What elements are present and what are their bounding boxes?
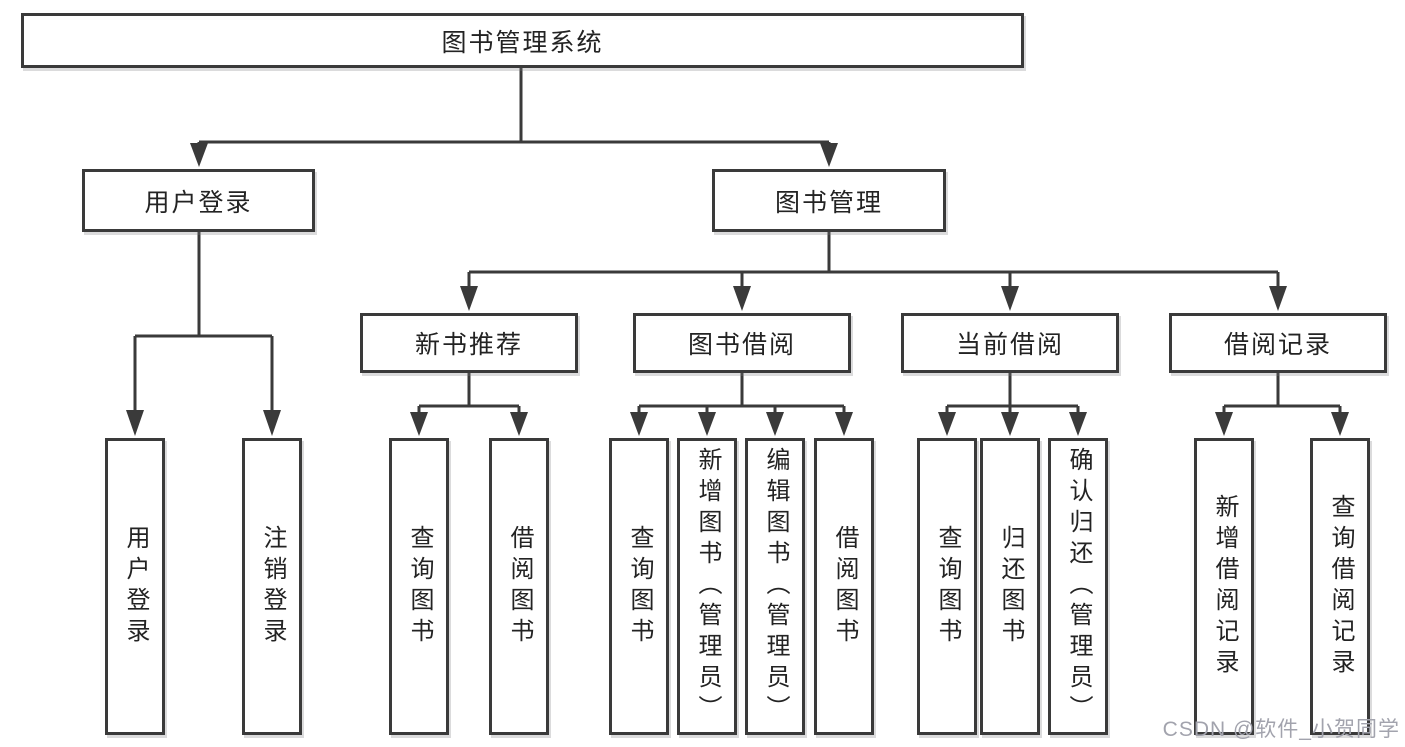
leaf-query-borrow-record: 查询借阅记录 [1310,438,1370,735]
node-book-management: 图书管理 [712,169,946,232]
node-label: 图书借阅 [687,331,796,359]
leaf-logout: 注销登录 [242,438,302,735]
node-label: 当前借阅 [955,331,1064,359]
node-label: 用户登录 [144,188,253,217]
leaf-borrow-books-recommend: 借阅图书 [489,438,549,735]
leaf-return-books: 归还图书 [980,438,1040,735]
node-label: 新增借阅记录 [1211,493,1238,680]
node-label: 借阅记录 [1223,331,1332,359]
leaf-borrow-books: 借阅图书 [814,438,874,735]
node-label: 图书管理系统 [441,28,604,57]
node-label: 查询图书 [626,524,653,649]
leaf-edit-books-admin: 编辑图书（管理员） [745,438,805,735]
node-new-book-recommendation: 新书推荐 [360,313,578,373]
watermark: CSDN @软件_小贺同学 [1162,718,1400,741]
node-borrowing-records: 借阅记录 [1169,313,1387,373]
node-user-login: 用户登录 [82,169,315,232]
leaf-confirm-return-admin: 确认归还（管理员） [1048,438,1108,735]
node-label: 查询图书 [406,524,433,649]
node-label: 查询图书 [934,524,961,649]
node-book-borrowing: 图书借阅 [633,313,851,373]
node-label: 借阅图书 [831,524,858,649]
node-label: 编辑图书（管理员） [762,447,789,726]
leaf-query-books-borrow: 查询图书 [609,438,669,735]
leaf-query-books-current: 查询图书 [917,438,977,735]
node-label: 新增图书（管理员） [694,447,721,726]
node-current-borrowing: 当前借阅 [901,313,1119,373]
node-library-management-system: 图书管理系统 [21,13,1024,68]
node-label: 查询借阅记录 [1327,493,1354,680]
node-label: 新书推荐 [414,331,523,359]
node-label: 图书管理 [774,188,883,217]
node-label: 确认归还（管理员） [1065,447,1092,726]
leaf-add-books-admin: 新增图书（管理员） [677,438,737,735]
leaf-user-login: 用户登录 [105,438,165,735]
node-label: 归还图书 [997,524,1024,649]
leaf-add-borrow-record: 新增借阅记录 [1194,438,1254,735]
node-label: 借阅图书 [506,524,533,649]
leaf-query-books-recommend: 查询图书 [389,438,449,735]
node-label: 用户登录 [122,524,149,649]
node-label: 注销登录 [259,524,286,649]
